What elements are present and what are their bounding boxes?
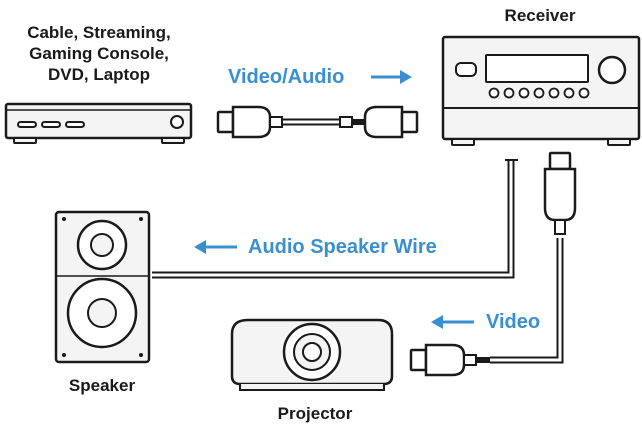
arrow-left-icon <box>431 315 474 329</box>
speaker-wire-label: Audio Speaker Wire <box>248 236 437 258</box>
hdmi-cable-receiver-projector <box>409 151 577 377</box>
arrow-right-icon <box>371 70 412 84</box>
source-label-line: DVD, Laptop <box>48 65 150 84</box>
source-label: Cable, Streaming, Gaming Console, DVD, L… <box>4 22 194 85</box>
speaker-wire <box>152 159 518 279</box>
video-label: Video <box>486 311 541 333</box>
speaker-label: Speaker <box>68 376 136 395</box>
video-audio-label: Video/Audio <box>228 66 345 88</box>
source-label-line: Gaming Console, <box>29 44 169 63</box>
arrow-left-icon <box>194 240 237 254</box>
speaker-device <box>54 210 151 364</box>
projector-device <box>230 318 394 391</box>
receiver-device <box>441 35 641 146</box>
projector-label: Projector <box>277 404 353 423</box>
receiver-label: Receiver <box>504 6 576 25</box>
receiver-knobs <box>488 87 590 99</box>
source-device <box>4 102 193 144</box>
source-label-line: Cable, Streaming, <box>27 23 171 42</box>
hdmi-cable-source-receiver <box>216 105 419 139</box>
